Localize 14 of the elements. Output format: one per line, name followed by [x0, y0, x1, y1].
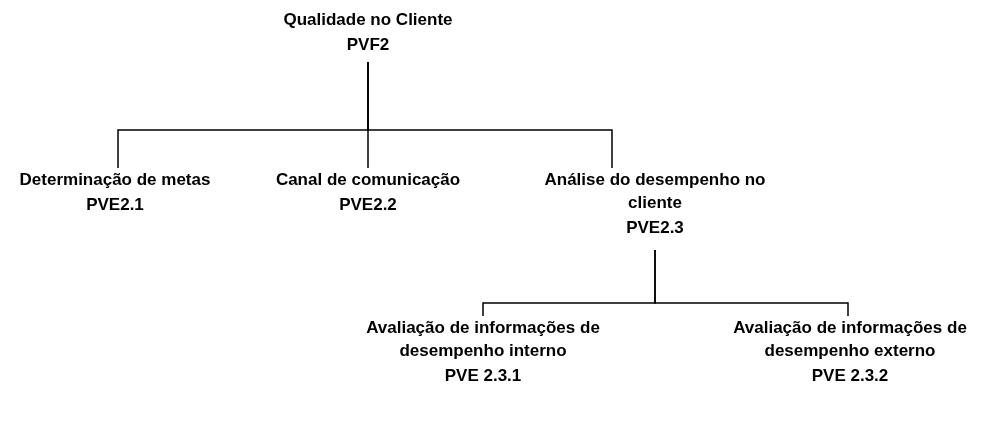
node-code: PVE 2.3.1: [444, 365, 522, 387]
node-title: Análise do desempenho no cliente: [543, 169, 767, 214]
node-code: PVE2.2: [339, 194, 397, 216]
node-title: Canal de comunicação: [275, 169, 461, 191]
node-code: PVE2.3: [626, 217, 684, 239]
connector-line: [367, 61, 613, 169]
node-title: Determinação de metas: [19, 169, 211, 191]
node-title: Avaliação de informações de desempenho interno: [365, 317, 601, 362]
connector-line: [654, 249, 849, 317]
node-code: PVF2: [346, 34, 390, 56]
node-title: Avaliação de informações de desempenho externo: [732, 317, 968, 362]
node-title: Qualidade no Cliente: [283, 9, 453, 31]
node-code: PVE2.1: [86, 194, 144, 216]
node-code: PVE 2.3.2: [811, 365, 889, 387]
